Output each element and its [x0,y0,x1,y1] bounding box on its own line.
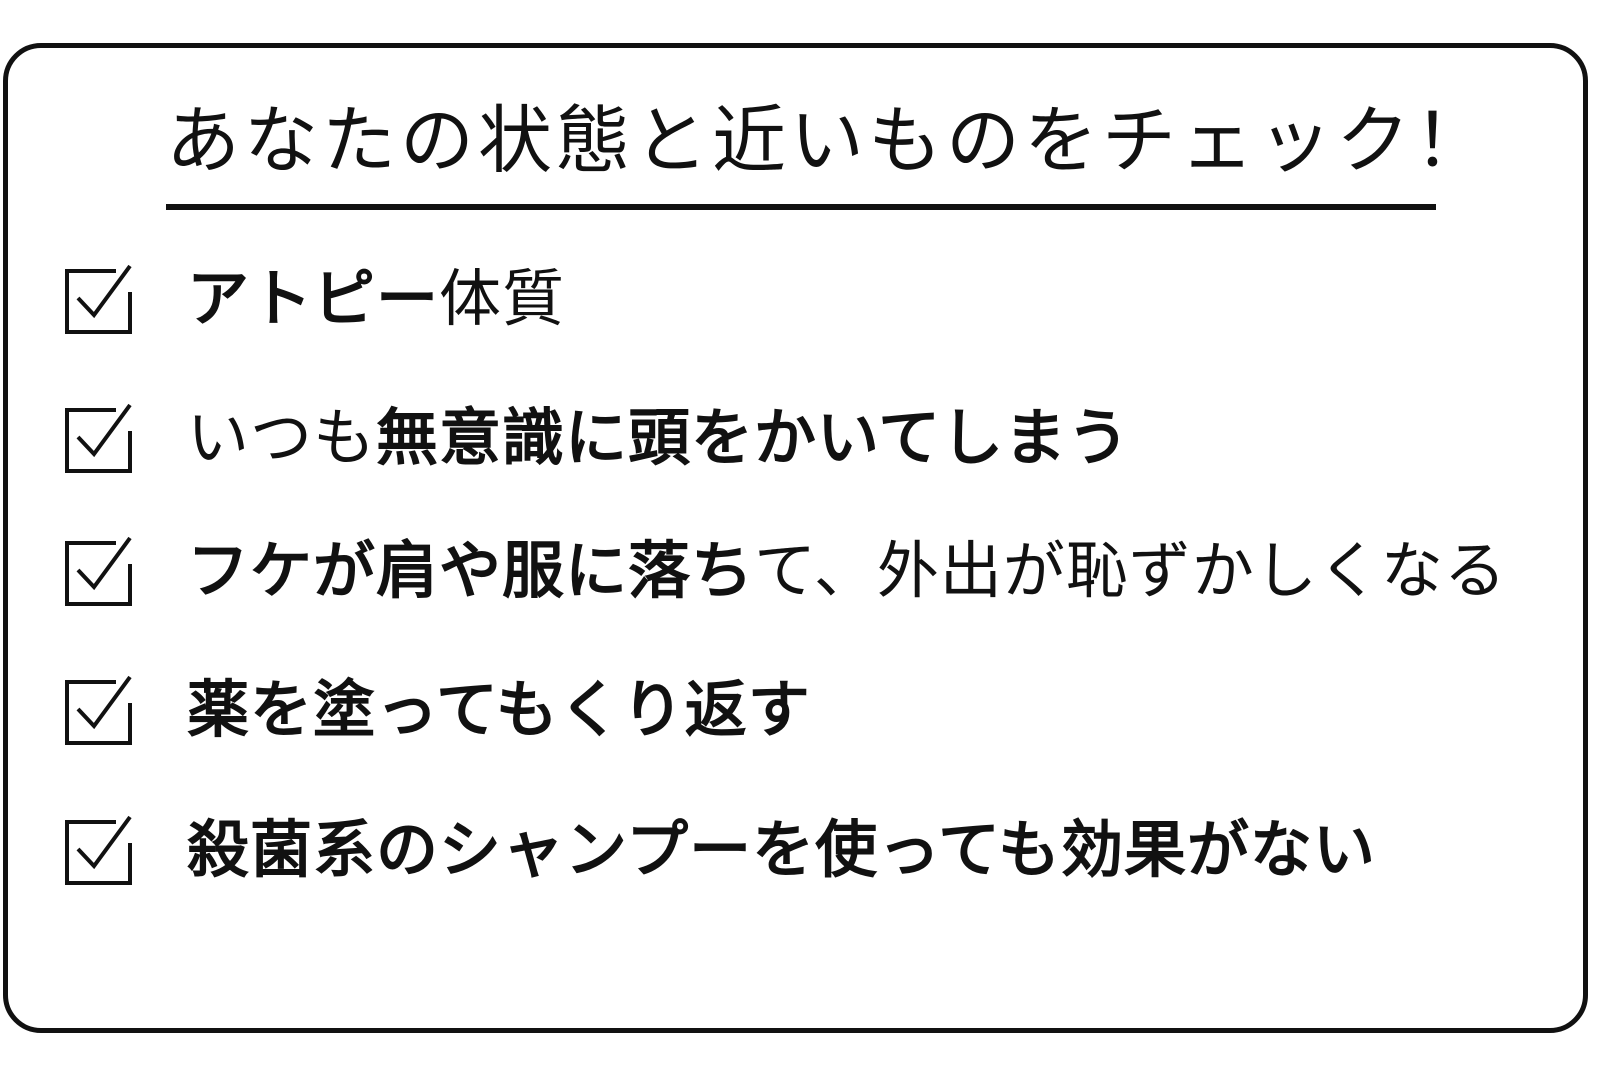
checked-box-icon [65,675,132,745]
checklist-item-4: 薬を塗ってもくり返す [64,665,811,755]
checklist-item-5: 殺菌系のシャンプーを使っても効果がない [64,805,1376,895]
item-2-text-regular: いつも [187,401,377,474]
item-1-text-regular: 体質 [439,262,566,335]
checked-box-icon [65,815,132,885]
item-2-text-bold: 無意識に頭をかいてしまう [376,401,1131,474]
item-3-text-regular: て、外出が恥ずかしくなる [754,534,1507,607]
checked-box-icon [65,536,132,606]
checklist-heading: あなたの状態と近いものをチェック！ [166,92,1488,210]
checklist-item-1: アトピー体質 [64,254,565,344]
checklist-item-3: フケが肩や服に落ちて、外出が恥ずかしくなる [64,526,1507,616]
item-5-text-bold: 殺菌系のシャンプーを使っても効果がない [187,813,1376,886]
item-4-text-bold: 薬を塗ってもくり返す [187,673,811,746]
checked-box-icon [65,264,132,334]
checklist-item-2: いつも無意識に頭をかいてしまう [64,393,1130,483]
item-1-text-bold: アトピー [187,262,440,335]
checked-box-icon [65,403,132,473]
item-3-text-bold: フケが肩や服に落ち [187,534,755,607]
